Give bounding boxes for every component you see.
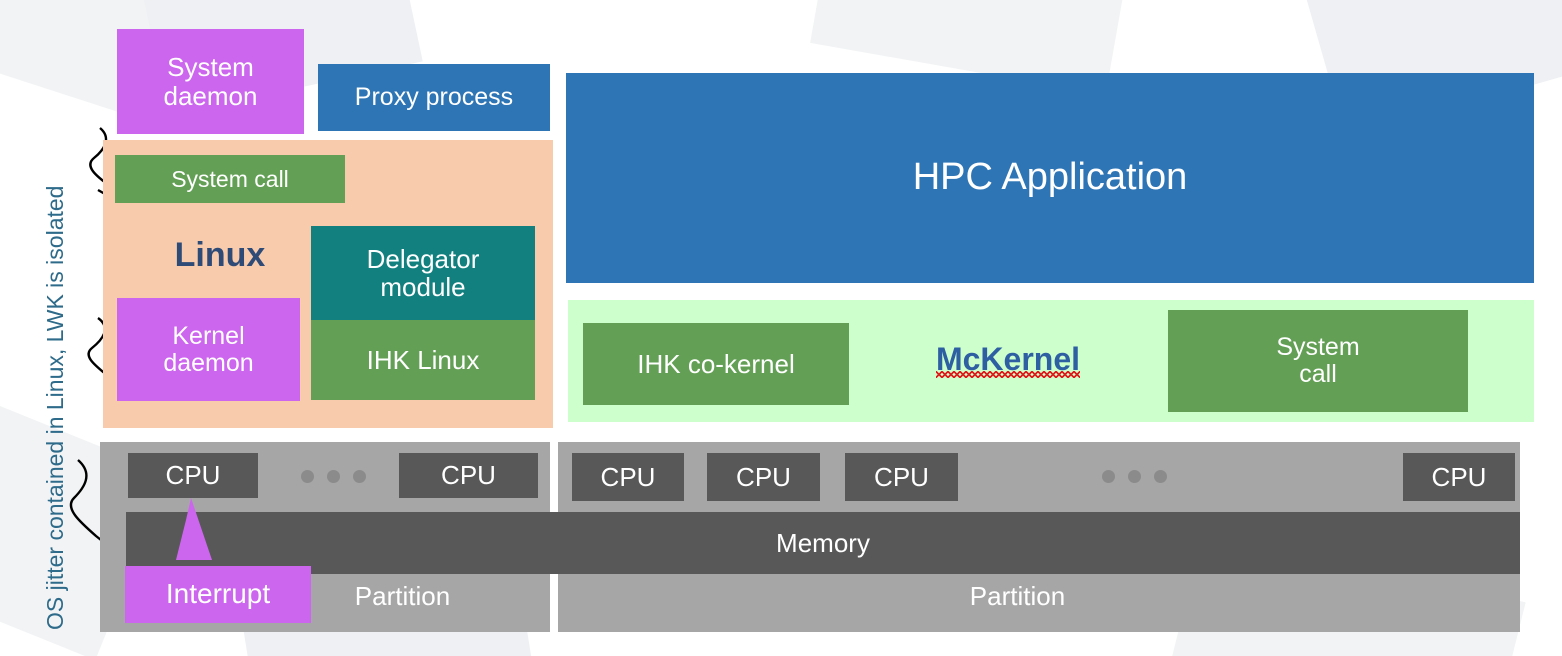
right-cpu-2[interactable]: CPU [707,453,820,501]
proxy-process-label: Proxy process [354,83,514,111]
kernel-daemon-box[interactable]: Kernel daemon [117,298,300,401]
kernel-daemon-label-line2: daemon [163,348,254,377]
linux-title-label: Linux [174,235,266,274]
left-cpu-2[interactable]: CPU [399,453,538,498]
ihk-linux-box[interactable]: IHK Linux [311,320,535,400]
right-cpu-ellipsis-icon [1102,470,1167,483]
left-partition-label: Partition [354,580,451,611]
hpc-application-box[interactable]: HPC Application [566,73,1534,283]
left-cpu-1-label: CPU [165,460,221,491]
left-partition-label-wrap: Partition [310,578,495,614]
linux-system-call-box[interactable]: System call [115,155,345,203]
interrupt-callout-box[interactable]: Interrupt [125,566,311,623]
memory-label: Memory [776,527,870,558]
ihk-cokernel-box[interactable]: IHK co-kernel [583,323,849,405]
memory-bar[interactable]: Memory [126,512,1520,574]
ihk-linux-label: IHK Linux [366,344,480,375]
system-daemon-box[interactable]: System daemon [117,29,304,134]
lwk-system-call-label-line1: System [1276,333,1360,361]
spellcheck-underline-icon [935,371,1081,379]
hpc-application-label: HPC Application [912,156,1188,199]
proxy-process-box[interactable]: Proxy process [318,64,550,131]
right-cpu-1-label: CPU [600,461,656,492]
mckernel-label: McKernel [935,340,1081,377]
system-daemon-label-line2: daemon [163,80,258,111]
left-cpu-2-label: CPU [441,460,496,491]
right-cpu-4-label: CPU [1431,461,1487,492]
linux-title: Linux [140,230,300,280]
right-partition-label-wrap: Partition [925,578,1110,614]
right-cpu-3[interactable]: CPU [845,453,958,501]
vertical-note-label: OS jitter contained in Linux, LWK is iso… [42,185,68,630]
delegator-module-label-line1: Delegator [366,243,480,274]
system-daemon-label-line1: System [167,52,254,83]
linux-system-call-label: System call [171,165,289,192]
right-cpu-3-label: CPU [874,461,929,492]
left-cpu-ellipsis-icon [301,470,366,483]
left-cpu-1[interactable]: CPU [128,453,258,498]
delegator-module-box[interactable]: Delegator module [311,226,535,320]
right-cpu-1[interactable]: CPU [572,453,684,501]
interrupt-label: Interrupt [165,578,271,610]
mckernel-title: McKernel [905,337,1111,381]
ihk-cokernel-label: IHK co-kernel [637,348,795,379]
lwk-system-call-label-line2: call [1299,360,1337,388]
lwk-system-call-box[interactable]: System call [1168,310,1468,412]
right-cpu-4[interactable]: CPU [1403,453,1515,501]
kernel-daemon-label-line1: Kernel [172,321,245,350]
right-partition-label: Partition [969,580,1066,611]
delegator-module-label-line2: module [380,272,466,302]
right-cpu-2-label: CPU [736,461,791,492]
